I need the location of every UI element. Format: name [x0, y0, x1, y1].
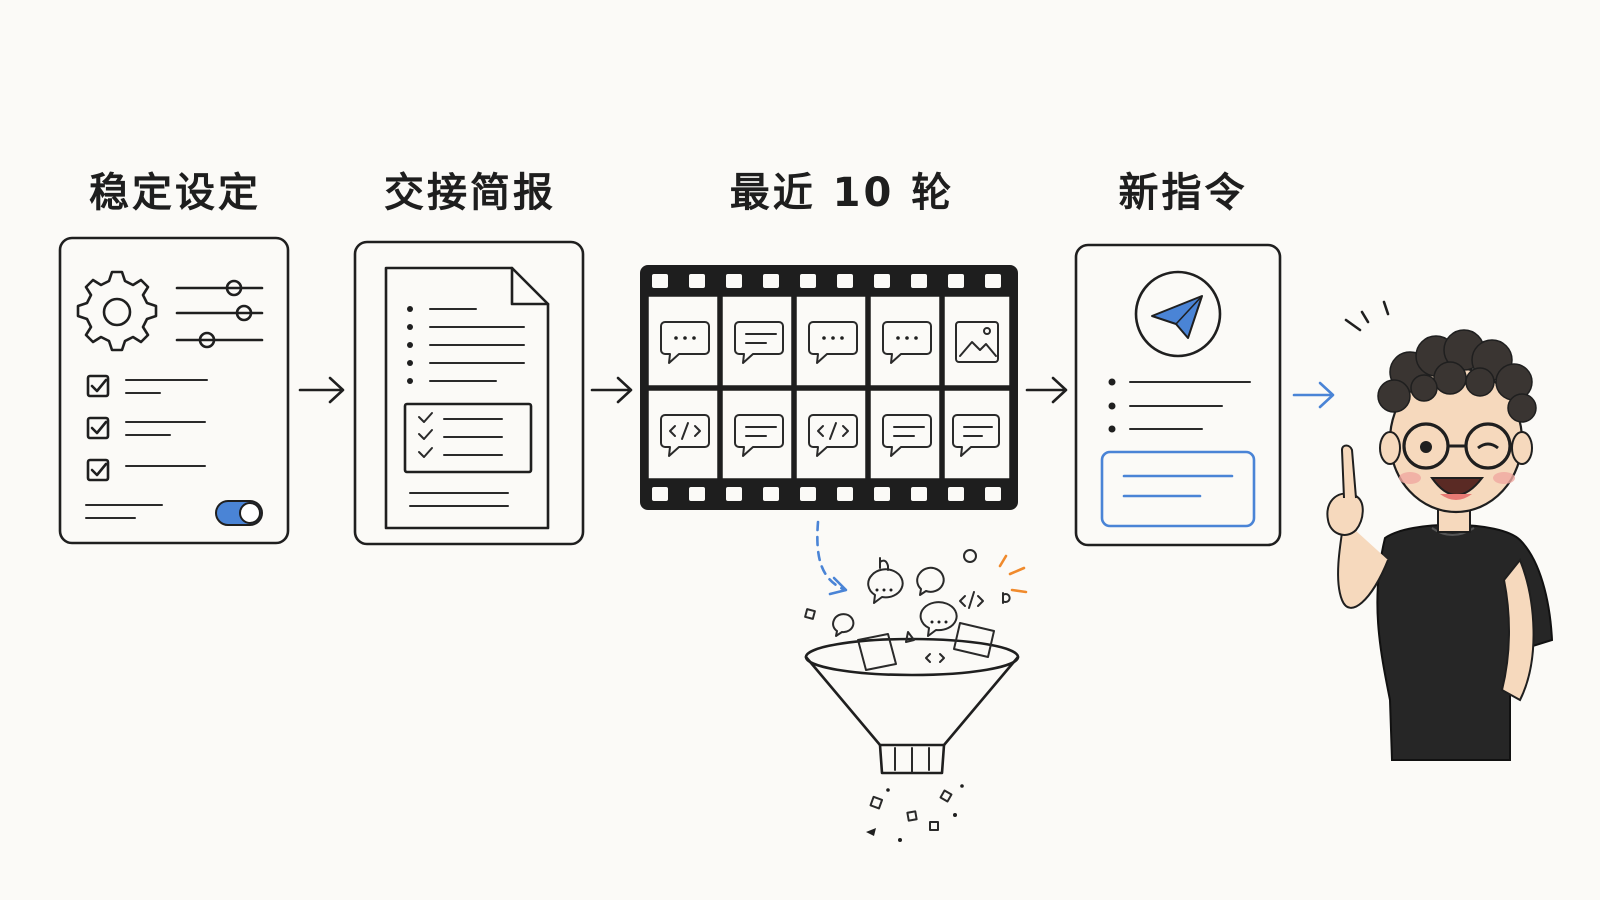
checklist-icon — [403, 402, 533, 474]
card-new-instruction — [1074, 243, 1282, 547]
stage-title-stable-settings: 稳定设定 — [89, 170, 261, 216]
text-bubble-icon — [882, 414, 932, 457]
flow-arrow-4 — [1292, 381, 1335, 409]
flow-arrow-3 — [1025, 376, 1068, 404]
text-bubble-icon — [952, 414, 1000, 457]
stage-title-handoff-brief: 交接简报 — [384, 170, 556, 216]
card-stable-settings — [58, 236, 290, 545]
paper-plane-icon — [1134, 270, 1222, 358]
flow-arrow-1 — [298, 376, 345, 404]
sprocket-holes-top — [652, 274, 1001, 288]
sprocket-holes-bottom — [652, 487, 1001, 501]
flow-arrow-2 — [590, 376, 633, 404]
checkbox-icon — [86, 374, 208, 482]
toggle-icon — [215, 500, 263, 526]
text-bubble-icon — [734, 414, 784, 457]
chat-bubble-icon — [882, 321, 932, 364]
image-icon — [955, 321, 999, 363]
filmstrip-icon — [640, 265, 1018, 510]
code-bubble-icon — [660, 414, 710, 457]
chat-bubble-icon — [660, 321, 710, 364]
text-bubble-icon — [734, 321, 784, 364]
sliders-icon — [175, 279, 264, 349]
chat-bubble-icon — [808, 321, 858, 364]
character-illustration — [1326, 300, 1554, 761]
input-box-icon — [1100, 450, 1256, 528]
gear-icon — [76, 270, 158, 352]
code-bubble-icon — [808, 414, 858, 457]
dashed-arrow-to-funnel — [816, 520, 848, 596]
stage-title-new-instruction: 新指令 — [1118, 170, 1248, 216]
card-handoff-brief — [353, 240, 585, 546]
funnel-icon — [804, 549, 1028, 842]
document-icon — [384, 266, 550, 530]
spark-marks — [998, 554, 1028, 594]
film-frames — [647, 295, 1011, 480]
stage-title-recent-10-rounds: 最近 10 轮 — [729, 170, 955, 216]
